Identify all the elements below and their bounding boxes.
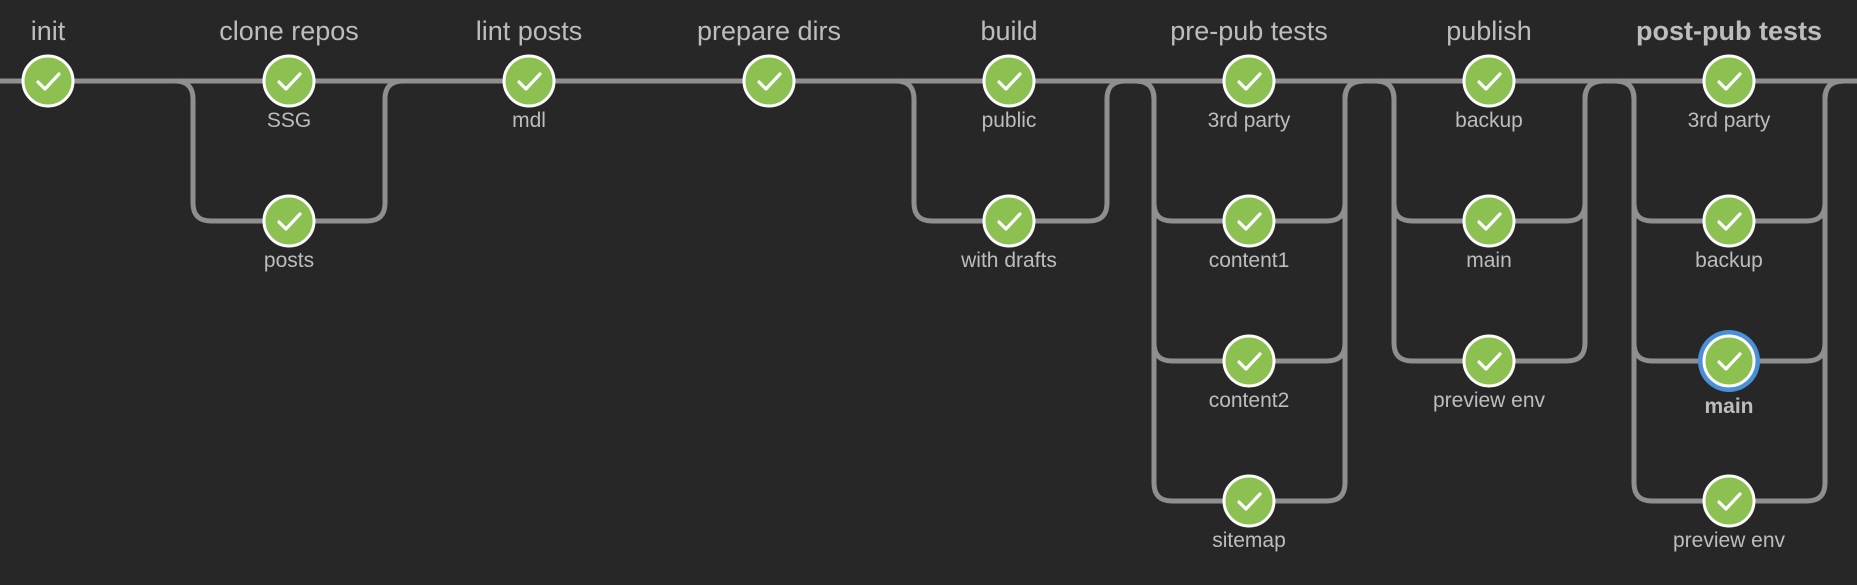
check-icon: [1237, 492, 1262, 511]
step-node-pre-pub-tests-content2[interactable]: [1222, 334, 1276, 388]
stage-title-clone-repos[interactable]: clone repos: [219, 16, 359, 46]
success-status-circle: [1702, 194, 1756, 248]
check-icon: [1717, 72, 1742, 91]
check-icon: [1237, 212, 1262, 231]
step-node-clone-repos-ssg[interactable]: [262, 54, 316, 108]
success-status-circle: [982, 194, 1036, 248]
step-label-pre-pub-tests-content2[interactable]: content2: [1209, 389, 1290, 412]
success-status-circle: [742, 54, 796, 108]
stage-title-lint-posts[interactable]: lint posts: [476, 16, 583, 46]
check-icon: [277, 212, 302, 231]
branch-connector-post-pub-tests-3: [1613, 78, 1846, 504]
step-label-build-with-drafts[interactable]: with drafts: [960, 249, 1057, 272]
check-icon: [997, 72, 1022, 91]
step-node-post-pub-tests-main[interactable]: [1698, 330, 1760, 392]
stage-title-prepare-dirs[interactable]: prepare dirs: [697, 16, 841, 46]
stage-title-init[interactable]: init: [31, 16, 66, 46]
step-label-publish-backup[interactable]: backup: [1455, 109, 1523, 132]
success-status-circle: [262, 54, 316, 108]
check-icon: [36, 72, 61, 91]
step-node-publish-main[interactable]: [1462, 194, 1516, 248]
step-label-pre-pub-tests-content1[interactable]: content1: [1209, 249, 1290, 272]
step-node-prepare-dirs-step[interactable]: [742, 54, 796, 108]
step-label-publish-main[interactable]: main: [1466, 249, 1512, 272]
step-label-lint-posts-mdl[interactable]: mdl: [512, 109, 546, 132]
stage-title-publish[interactable]: publish: [1446, 16, 1532, 46]
step-label-post-pub-tests-preview-env[interactable]: preview env: [1673, 529, 1786, 552]
check-icon: [997, 212, 1022, 231]
stage-title-pre-pub-tests[interactable]: pre-pub tests: [1170, 16, 1328, 46]
check-icon: [517, 72, 542, 91]
step-label-post-pub-tests-backup[interactable]: backup: [1695, 249, 1763, 272]
check-icon: [277, 72, 302, 91]
success-status-circle: [1222, 194, 1276, 248]
success-status-circle: [1222, 54, 1276, 108]
check-icon: [1717, 352, 1742, 371]
step-label-pre-pub-tests-3rd-party[interactable]: 3rd party: [1208, 109, 1291, 132]
check-icon: [1477, 212, 1502, 231]
step-label-post-pub-tests-3rd-party[interactable]: 3rd party: [1688, 109, 1771, 132]
step-node-publish-backup[interactable]: [1462, 54, 1516, 108]
check-icon: [757, 72, 782, 91]
step-node-lint-posts-mdl[interactable]: [502, 54, 556, 108]
pipeline-connectors: [0, 78, 1857, 504]
step-node-pre-pub-tests-3rd-party[interactable]: [1222, 54, 1276, 108]
success-status-circle: [1222, 474, 1276, 528]
step-node-pre-pub-tests-content1[interactable]: [1222, 194, 1276, 248]
step-label-pre-pub-tests-sitemap[interactable]: sitemap: [1212, 529, 1286, 552]
success-status-circle: [1462, 54, 1516, 108]
stage-title-build[interactable]: build: [980, 16, 1037, 46]
success-status-circle: [502, 54, 556, 108]
success-status-circle: [1702, 474, 1756, 528]
success-status-circle: [1462, 334, 1516, 388]
check-icon: [1477, 352, 1502, 371]
step-node-publish-preview-env[interactable]: [1462, 334, 1516, 388]
check-icon: [1717, 492, 1742, 511]
step-nodes: [21, 54, 1760, 528]
branch-connector-pre-pub-tests-3: [1133, 78, 1366, 504]
success-status-circle: [1702, 334, 1756, 388]
step-node-post-pub-tests-preview-env[interactable]: [1702, 474, 1756, 528]
check-icon: [1237, 72, 1262, 91]
success-status-circle: [982, 54, 1036, 108]
check-icon: [1717, 212, 1742, 231]
step-label-build-public[interactable]: public: [982, 109, 1037, 132]
success-status-circle: [1462, 194, 1516, 248]
step-node-init-step[interactable]: [21, 54, 75, 108]
step-node-build-with-drafts[interactable]: [982, 194, 1036, 248]
step-node-clone-repos-posts[interactable]: [262, 194, 316, 248]
step-node-pre-pub-tests-sitemap[interactable]: [1222, 474, 1276, 528]
step-label-clone-repos-ssg[interactable]: SSG: [267, 109, 311, 132]
success-status-circle: [1222, 334, 1276, 388]
step-labels: SSG posts mdl public with drafts 3rd party con…: [264, 109, 1786, 552]
stage-titles: init clone repos lint posts prepare dirs bui…: [31, 16, 1822, 46]
step-label-post-pub-tests-main[interactable]: main: [1704, 395, 1753, 418]
step-node-post-pub-tests-3rd-party[interactable]: [1702, 54, 1756, 108]
check-icon: [1477, 72, 1502, 91]
stage-title-post-pub-tests[interactable]: post-pub tests: [1636, 16, 1822, 46]
step-node-build-public[interactable]: [982, 54, 1036, 108]
success-status-circle: [1702, 54, 1756, 108]
success-status-circle: [262, 194, 316, 248]
step-node-post-pub-tests-backup[interactable]: [1702, 194, 1756, 248]
step-label-clone-repos-posts[interactable]: posts: [264, 249, 314, 272]
step-label-publish-preview-env[interactable]: preview env: [1433, 389, 1546, 412]
check-icon: [1237, 352, 1262, 371]
success-status-circle: [21, 54, 75, 108]
